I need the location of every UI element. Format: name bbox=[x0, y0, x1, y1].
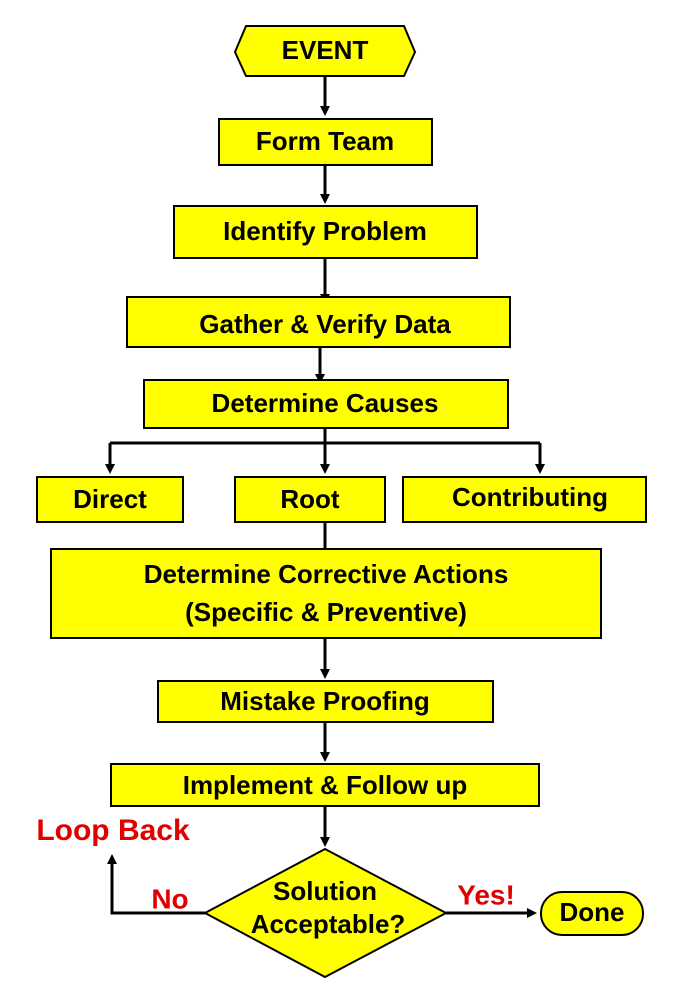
no-branch-label: No bbox=[151, 883, 188, 914]
corrective-actions-box bbox=[50, 548, 602, 639]
form-team-node: Form Team bbox=[218, 118, 433, 166]
gather-verify-label: Gather & Verify Data bbox=[199, 309, 451, 339]
event-label: EVENT bbox=[282, 35, 369, 65]
implement-node: Implement & Follow up bbox=[110, 763, 540, 807]
yes-branch-label: Yes! bbox=[457, 879, 515, 910]
form-team-box bbox=[218, 118, 433, 166]
direct-node: Direct bbox=[36, 476, 184, 523]
identify-problem-box bbox=[173, 205, 478, 259]
solution-decision-node: Solution Acceptable? bbox=[202, 847, 449, 979]
root-node: Root bbox=[234, 476, 386, 523]
determine-causes-node: Determine Causes bbox=[143, 379, 509, 429]
gather-verify-box bbox=[126, 296, 511, 348]
determine-causes-label: Determine Causes bbox=[212, 388, 439, 418]
root-label: Root bbox=[280, 484, 340, 514]
mistake-proofing-node: Mistake Proofing bbox=[157, 680, 494, 723]
contributing-node: Contributing bbox=[402, 476, 647, 523]
done-box bbox=[540, 891, 644, 936]
done-node: Done bbox=[540, 891, 644, 936]
event-shape bbox=[233, 25, 417, 77]
identify-problem-node: Identify Problem bbox=[173, 205, 478, 259]
solution-decision-diamond bbox=[202, 847, 449, 979]
form-team-label: Form Team bbox=[256, 126, 394, 156]
loop-back-label: Loop Back bbox=[36, 814, 190, 847]
connector-no-loop-back bbox=[107, 854, 205, 915]
done-label: Done bbox=[560, 897, 625, 927]
implement-label: Implement & Follow up bbox=[183, 770, 468, 800]
corrective-actions-label-line1: Determine Corrective Actions bbox=[144, 559, 509, 589]
direct-box bbox=[36, 476, 184, 523]
identify-problem-label: Identify Problem bbox=[223, 216, 427, 246]
mistake-proofing-label: Mistake Proofing bbox=[220, 686, 429, 716]
direct-label: Direct bbox=[73, 484, 147, 514]
determine-causes-box bbox=[143, 379, 509, 429]
gather-verify-node: Gather & Verify Data bbox=[126, 296, 511, 348]
solution-decision-label-line2: Acceptable? bbox=[251, 909, 406, 939]
mistake-proofing-box bbox=[157, 680, 494, 723]
corrective-actions-node: Determine Corrective Actions (Specific &… bbox=[50, 548, 602, 639]
contributing-box bbox=[402, 476, 647, 523]
contributing-label: Contributing bbox=[452, 482, 608, 512]
event-node: EVENT bbox=[233, 25, 417, 77]
solution-decision-label-line1: Solution bbox=[273, 876, 377, 906]
implement-box bbox=[110, 763, 540, 807]
connectors bbox=[105, 76, 545, 918]
corrective-actions-label-line2: (Specific & Preventive) bbox=[185, 597, 467, 627]
root-box bbox=[234, 476, 386, 523]
